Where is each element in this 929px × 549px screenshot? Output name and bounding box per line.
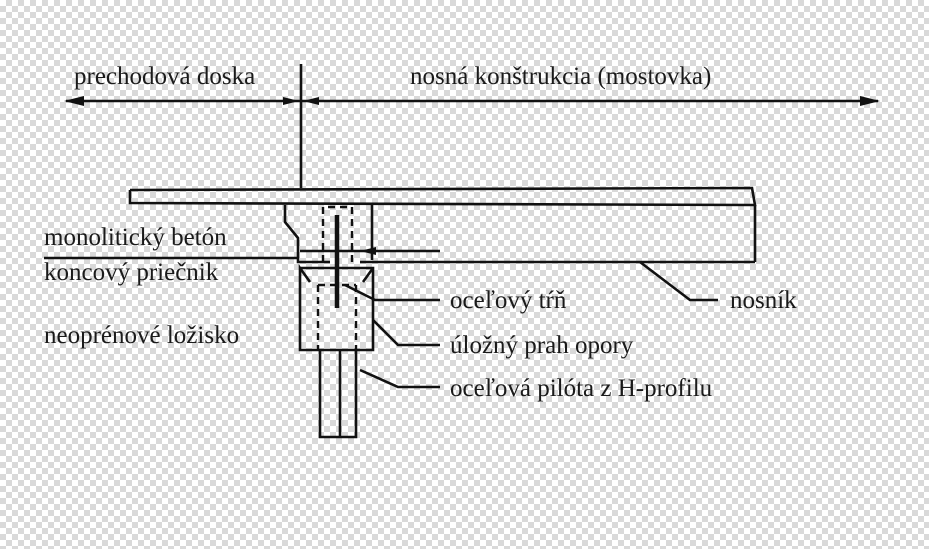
girder-body bbox=[360, 205, 757, 264]
leaders bbox=[44, 256, 718, 389]
label-monolithic-concrete: monolitický betón bbox=[44, 224, 227, 251]
steel-pile bbox=[318, 350, 358, 439]
label-approach-slab: prechodová doska bbox=[74, 63, 255, 90]
arrow-right-end bbox=[860, 96, 880, 106]
dowel-recess bbox=[321, 205, 354, 262]
label-abutment-seat: úložný prah opory bbox=[450, 332, 634, 359]
label-steel-dowel: oceľový tŕň bbox=[450, 287, 567, 314]
arrow-split-right bbox=[303, 97, 319, 105]
label-girder: nosník bbox=[730, 287, 797, 314]
label-end-cross-beam: koncový priečnik bbox=[44, 259, 219, 286]
arrow-left-end bbox=[64, 96, 84, 106]
deck-slab bbox=[128, 186, 757, 207]
label-superstructure: nosná konštrukcia (mostovka) bbox=[410, 63, 711, 90]
abutment-seat bbox=[298, 263, 375, 352]
dimension-line bbox=[64, 64, 880, 188]
end-cross-beam bbox=[283, 205, 440, 264]
label-elastomeric-bearing: neoprénové ložisko bbox=[44, 322, 239, 349]
label-steel-pile: oceľová pilóta z H-profilu bbox=[450, 375, 713, 402]
arrow-split-left bbox=[283, 97, 299, 105]
